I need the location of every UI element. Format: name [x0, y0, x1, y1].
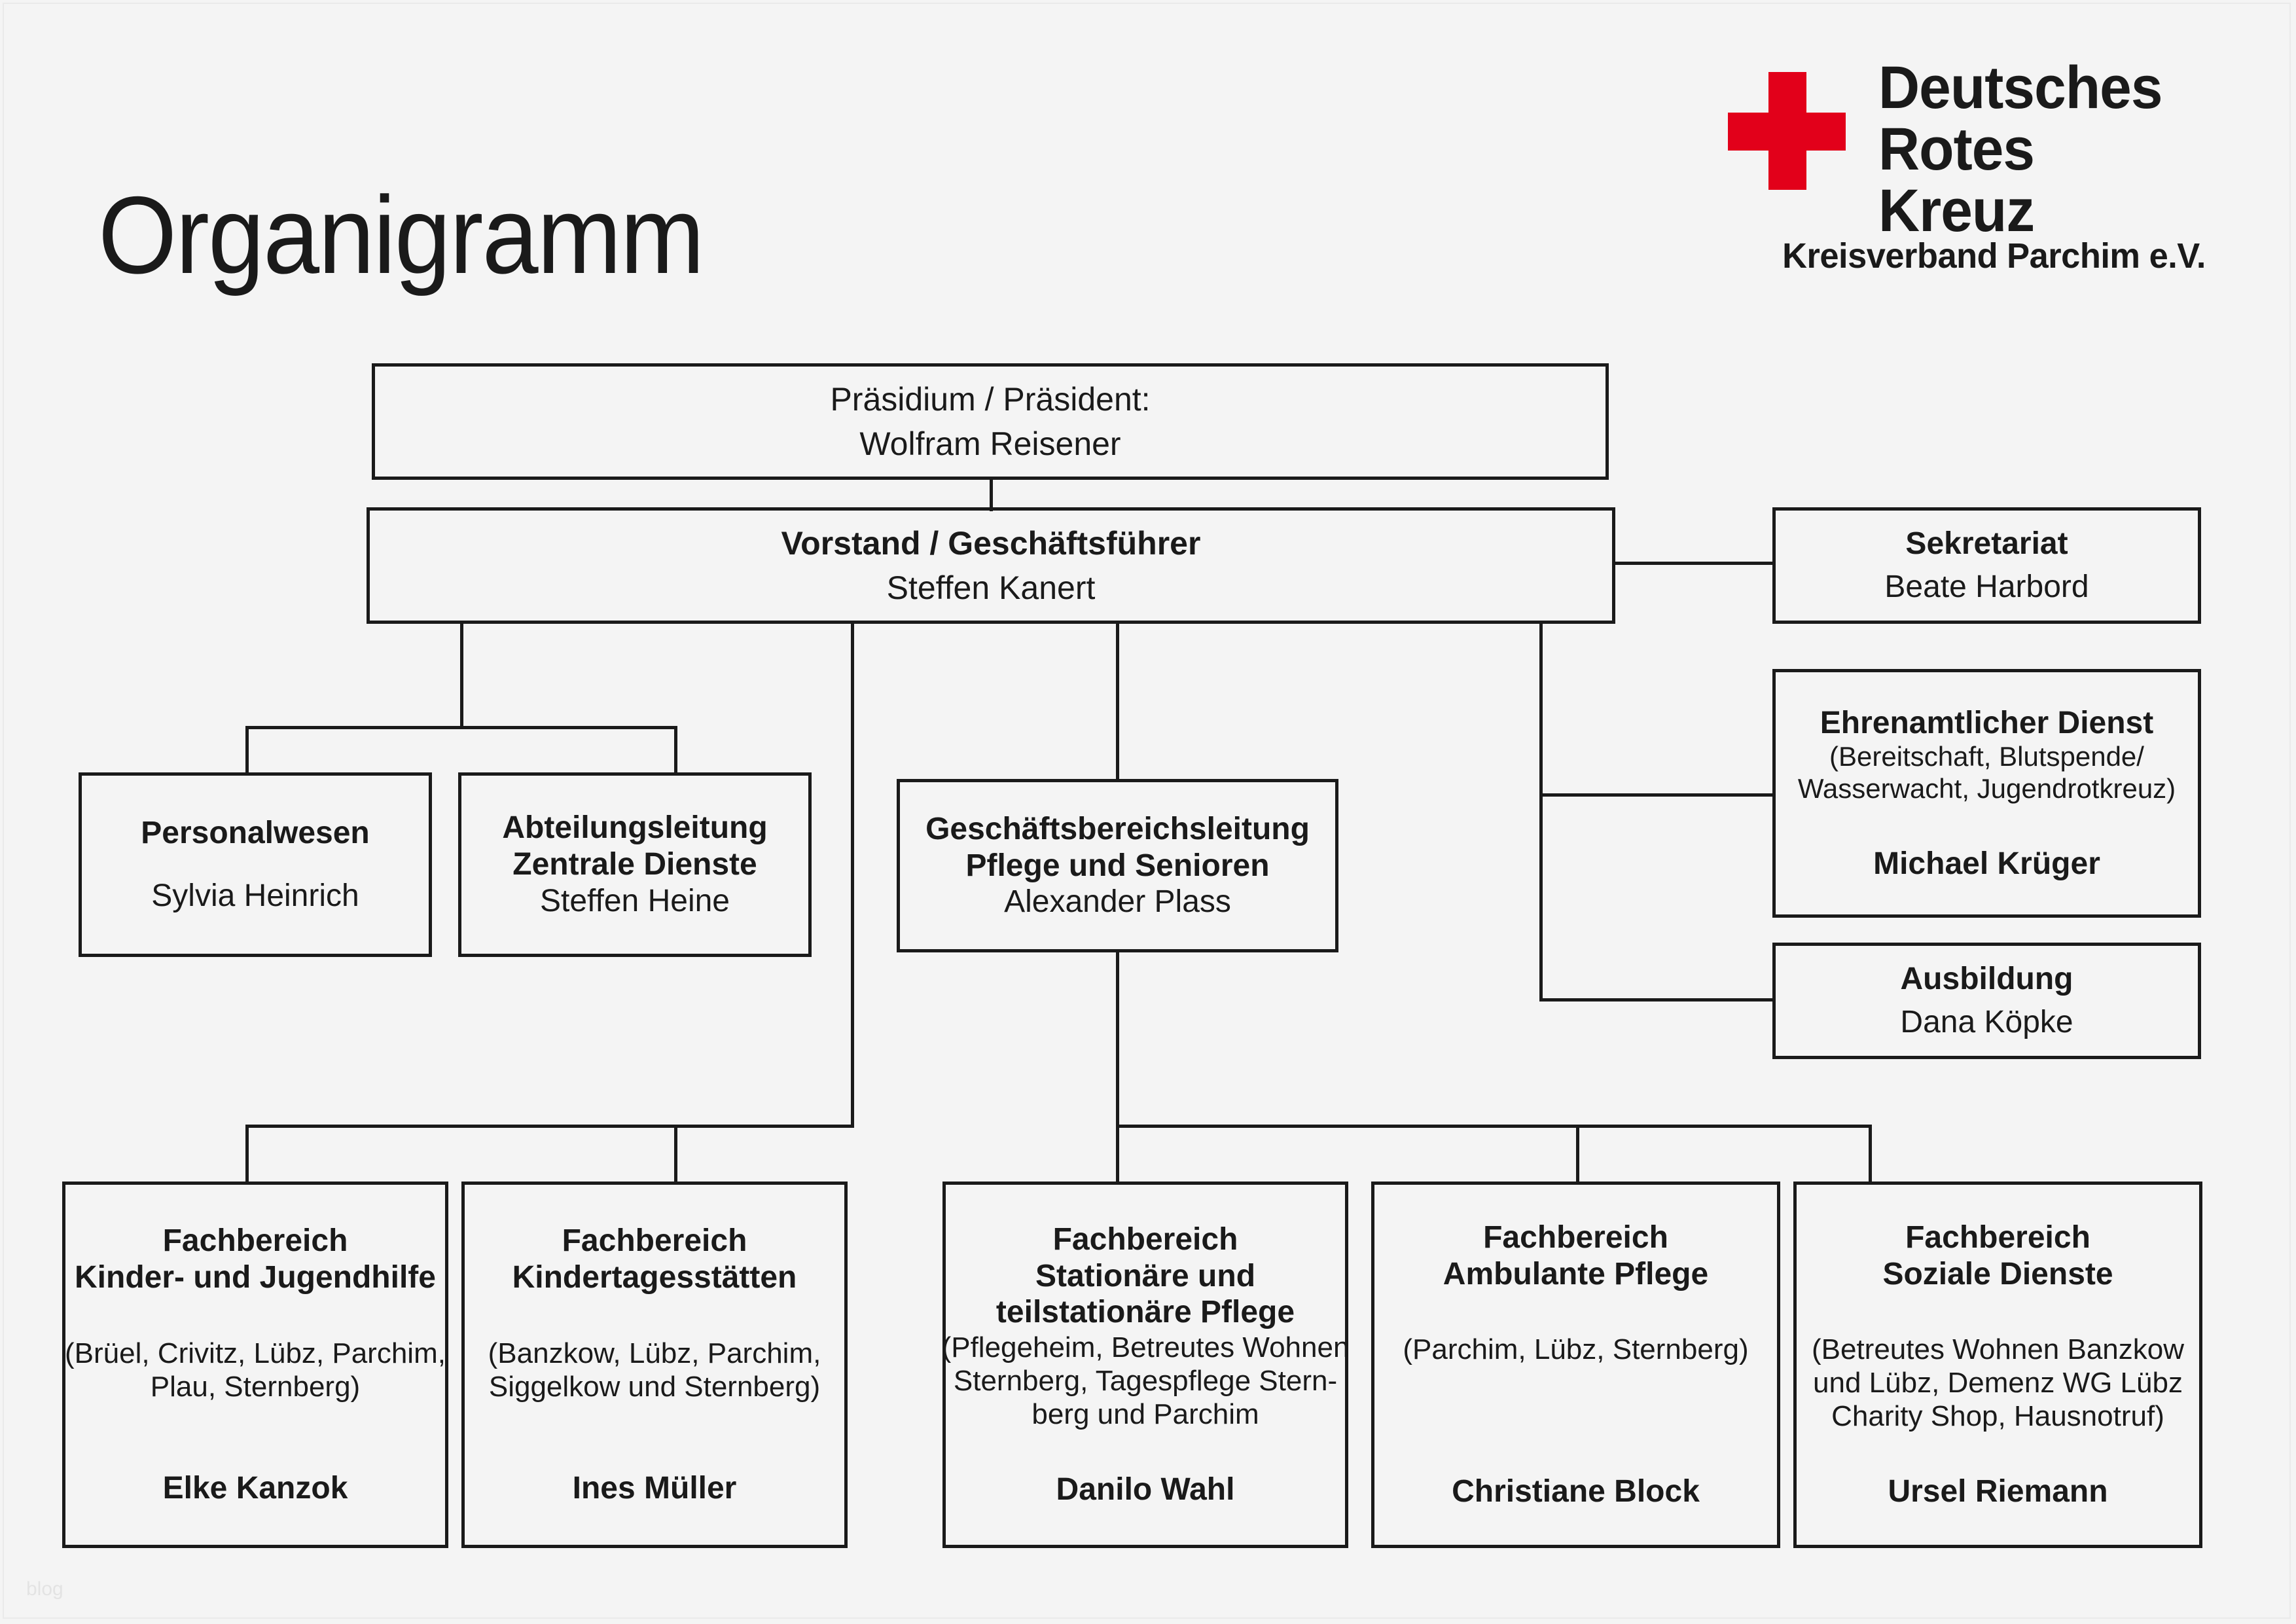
node-sekretariat-title: Sekretariat [1905, 526, 2068, 562]
connector-vorstand-sekretariat [1615, 562, 1774, 565]
node-fb-kita-title-line-1: Fachbereich [562, 1223, 747, 1259]
connector-bus-kinder-jugendhilfe [245, 1125, 249, 1183]
red-cross-horizontal-bar [1728, 113, 1846, 151]
node-fb-kinder-scope-line-2: Plau, Sternberg) [150, 1370, 361, 1403]
node-ehrenamtlicher-dienst[interactable]: Ehrenamtlicher Dienst (Bereitschaft, Blu… [1772, 669, 2201, 918]
node-fb-stat-scope-line-2: Sternberg, Tagespflege Stern- [953, 1365, 1338, 1398]
node-fb-stat-person: Danilo Wahl [1056, 1472, 1235, 1507]
node-fb-stationaere-pflege[interactable]: Fachbereich Stationäre und teilstationär… [941, 1182, 1350, 1548]
node-gbl-pflege-title-line-1: Geschäftsbereichsleitung [925, 811, 1310, 846]
node-fb-soz-person: Ursel Riemann [1888, 1474, 2108, 1509]
node-fb-kinder-person: Elke Kanzok [162, 1470, 348, 1506]
connector-gbl-bottom-drop [1116, 952, 1119, 1127]
connector-left-bus [245, 726, 677, 729]
node-fb-stat-title-line-1: Fachbereich [1052, 1222, 1238, 1257]
node-praesidium-title: Präsidium / Präsident: [830, 381, 1151, 418]
node-personalwesen[interactable]: Personalwesen Sylvia Heinrich [79, 772, 432, 957]
node-ehrenamt-person: Michael Krüger [1873, 846, 2100, 881]
page-title: Organigramm [98, 173, 704, 297]
node-vorstand-person: Steffen Kanert [886, 569, 1096, 606]
connector-bus-kindertagesstaetten [674, 1125, 677, 1183]
node-fb-ambulante-pflege[interactable]: Fachbereich Ambulante Pflege (Parchim, L… [1371, 1182, 1780, 1548]
node-ehrenamt-scope-line-2: Wasserwacht, Jugendrotkreuz) [1797, 773, 2176, 804]
node-zentrale-dienste-title-line-1: Abteilungsleitung [502, 810, 768, 846]
node-fb-kinder-title-line-1: Fachbereich [162, 1223, 348, 1259]
node-sekretariat-person: Beate Harbord [1884, 569, 2089, 604]
node-gbl-pflege-person: Alexander Plass [1004, 884, 1231, 920]
node-sekretariat[interactable]: Sekretariat Beate Harbord [1772, 507, 2201, 624]
node-fb-stat-scope-line-3: berg und Parchim [1031, 1398, 1259, 1431]
node-praesidium[interactable]: Präsidium / Präsident: Wolfram Reisener [372, 363, 1609, 480]
node-zentrale-dienste[interactable]: Abteilungsleitung Zentrale Dienste Steff… [458, 772, 812, 957]
node-fb-soz-scope-line-3: Charity Shop, Hausnotruf) [1831, 1400, 2164, 1433]
connector-bus-stationaere-pflege [1116, 1125, 1119, 1183]
connector-vorstand-bottom-left-drop [851, 622, 854, 1127]
node-fb-kita-title-line-2: Kindertagesstätten [512, 1260, 797, 1295]
node-zentrale-dienste-title-line-2: Zentrale Dienste [512, 847, 757, 882]
node-ausbildung-person: Dana Köpke [1900, 1005, 2073, 1039]
node-fb-soz-scope-line-2: und Lübz, Demenz WG Lübz [1813, 1367, 2183, 1399]
drk-logo: Deutsches Rotes Kreuz Kreisverband Parch… [1728, 57, 2206, 308]
node-fb-kinder-title-line-2: Kinder- und Jugendhilfe [75, 1260, 436, 1295]
connector-bus-personalwesen [245, 726, 249, 774]
node-fb-amb-person: Christiane Block [1452, 1474, 1700, 1509]
node-fb-soz-title-line-2: Soziale Dienste [1882, 1256, 2113, 1291]
node-fb-amb-title-line-1: Fachbereich [1483, 1219, 1668, 1255]
node-vorstand-title: Vorstand / Geschäftsführer [781, 525, 1201, 562]
node-fb-kindertagesstaetten[interactable]: Fachbereich Kindertagesstätten (Banzkow,… [461, 1182, 848, 1548]
node-praesidium-person: Wolfram Reisener [859, 425, 1121, 462]
node-fb-kita-scope-line-1: (Banzkow, Lübz, Parchim, [488, 1337, 821, 1369]
node-zentrale-dienste-person: Steffen Heine [540, 883, 730, 918]
logo-subtitle: Kreisverband Parchim e.V. [1782, 236, 2206, 276]
node-personalwesen-person: Sylvia Heinrich [151, 878, 359, 913]
node-fb-kita-person: Ines Müller [572, 1470, 737, 1506]
node-personalwesen-title: Personalwesen [141, 816, 370, 851]
node-fb-amb-title-line-2: Ambulante Pflege [1443, 1256, 1709, 1291]
node-gbl-pflege[interactable]: Geschäftsbereichsleitung Pflege und Seni… [897, 779, 1338, 952]
node-fb-soz-scope-line-1: (Betreutes Wohnen Banzkow [1811, 1333, 2185, 1366]
connector-vorstand-left-drop [460, 622, 463, 729]
connector-vorstand-gbl [1116, 622, 1119, 780]
node-gbl-pflege-title-line-2: Pflege und Senioren [965, 848, 1270, 883]
connector-bottom-left-bus [245, 1125, 854, 1128]
node-fb-stat-title-line-3: teilstationäre Pflege [996, 1295, 1295, 1330]
page-watermark: blog [26, 1578, 63, 1600]
connector-bus-ambulante-pflege [1576, 1125, 1579, 1183]
node-fb-kinder-jugendhilfe[interactable]: Fachbereich Kinder- und Jugendhilfe (Brü… [62, 1182, 448, 1548]
node-fb-kinder-scope-line-1: (Brüel, Crivitz, Lübz, Parchim, [65, 1337, 446, 1369]
connector-bottom-right-bus [1116, 1125, 1872, 1128]
node-ausbildung-title: Ausbildung [1900, 962, 2073, 997]
node-vorstand[interactable]: Vorstand / Geschäftsführer Steffen Kaner… [367, 507, 1615, 624]
logo-line-3: Kreuz [1878, 177, 2035, 244]
node-ehrenamt-title: Ehrenamtlicher Dienst [1820, 705, 2154, 740]
connector-bus-soziale-dienste [1869, 1125, 1872, 1183]
node-fb-amb-scope-line-1: (Parchim, Lübz, Sternberg) [1403, 1333, 1749, 1366]
node-ausbildung[interactable]: Ausbildung Dana Köpke [1772, 943, 2201, 1059]
logo-line-1: Deutsches [1878, 54, 2162, 121]
connector-right-trunk [1539, 622, 1543, 1001]
connector-praesidium-vorstand [990, 478, 993, 511]
node-fb-stat-title-line-2: Stationäre und [1035, 1258, 1256, 1293]
node-ehrenamt-scope-line-1: (Bereitschaft, Blutspende/ [1829, 741, 2144, 772]
logo-wordmark: Deutsches Rotes Kreuz [1878, 54, 2162, 244]
node-fb-soz-title-line-1: Fachbereich [1905, 1219, 2090, 1255]
node-fb-soziale-dienste[interactable]: Fachbereich Soziale Dienste (Betreutes W… [1793, 1182, 2202, 1548]
node-fb-kita-scope-line-2: Siggelkow und Sternberg) [488, 1370, 821, 1403]
red-cross-icon [1728, 72, 1846, 190]
connector-bus-zentrale-dienste [674, 726, 677, 774]
node-fb-stat-scope-line-1: (Pflegeheim, Betreutes Wohnen [941, 1331, 1350, 1364]
logo-line-2: Rotes [1878, 115, 2035, 183]
connector-trunk-ausbildung [1539, 998, 1774, 1001]
connector-trunk-ehrenamt [1539, 793, 1774, 797]
